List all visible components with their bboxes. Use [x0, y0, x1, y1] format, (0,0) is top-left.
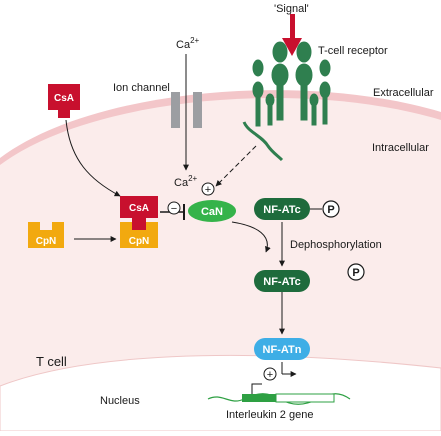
- csa-binding-arrow: [65, 119, 121, 197]
- plus-sign-circle: [201, 182, 215, 196]
- extracellular-label: Extracellular: [373, 87, 434, 99]
- phosphate-circle-icon: P: [322, 200, 340, 218]
- signal-label: 'Signal': [274, 3, 309, 15]
- dna-gene-icon: [207, 383, 351, 405]
- nfatc: NF-ATc: [254, 270, 310, 292]
- cpn-bound-label: CpN: [129, 236, 150, 247]
- can-label: CaN: [201, 206, 223, 218]
- nfatc-phos-label: NF-ATc: [263, 204, 300, 216]
- phosphate-label-1: P: [327, 204, 334, 216]
- cpn-free: CpN: [28, 222, 64, 248]
- ion-channel-icon: [171, 92, 202, 128]
- signal-arrow-icon: [282, 14, 302, 56]
- dephosphorylation-arrow: [231, 221, 271, 253]
- tcell-receptor-label: T-cell receptor: [318, 45, 388, 57]
- phosphate-label-2: P: [352, 267, 359, 279]
- csa-free: CsA: [48, 84, 80, 118]
- csa-cpn-complex: CsA CpN: [120, 196, 158, 248]
- plus-sign-gene: +: [267, 369, 273, 381]
- nfatc-label: NF-ATc: [263, 276, 300, 288]
- dephosphorylation-label: Dephosphorylation: [290, 239, 382, 251]
- t-cell-label: T cell: [36, 354, 67, 369]
- nfatc-phosphorylated: NF-ATc: [254, 198, 310, 220]
- phosphate-circle-icon: P: [347, 263, 365, 281]
- calcium-mid-label: Ca2+: [174, 174, 198, 189]
- receptor-signal-dashed-arrow: [215, 145, 257, 187]
- minus-sign: −: [171, 203, 177, 215]
- nucleus: [0, 354, 441, 432]
- plus-sign-can: +: [205, 184, 211, 196]
- plus-sign-gene-circle: [263, 367, 277, 381]
- cytoplasm: [0, 98, 441, 432]
- intracellular-label: Intracellular: [372, 142, 429, 154]
- gene-label: Interleukin 2 gene: [226, 409, 313, 421]
- csa-free-label: CsA: [54, 93, 74, 104]
- cpn-free-label: CpN: [36, 236, 57, 247]
- nfatn: NF-ATn: [254, 338, 310, 360]
- nfatn-label: NF-ATn: [263, 344, 302, 356]
- calcium-top-label: Ca2+: [176, 36, 200, 51]
- calcineurin: CaN: [188, 200, 236, 222]
- minus-sign-circle: [167, 201, 181, 215]
- csa-bound-label: CsA: [129, 203, 149, 214]
- ion-channel-label: Ion channel: [113, 82, 170, 94]
- nucleus-label: Nucleus: [100, 395, 140, 407]
- tcell-receptor-icon: [242, 41, 331, 162]
